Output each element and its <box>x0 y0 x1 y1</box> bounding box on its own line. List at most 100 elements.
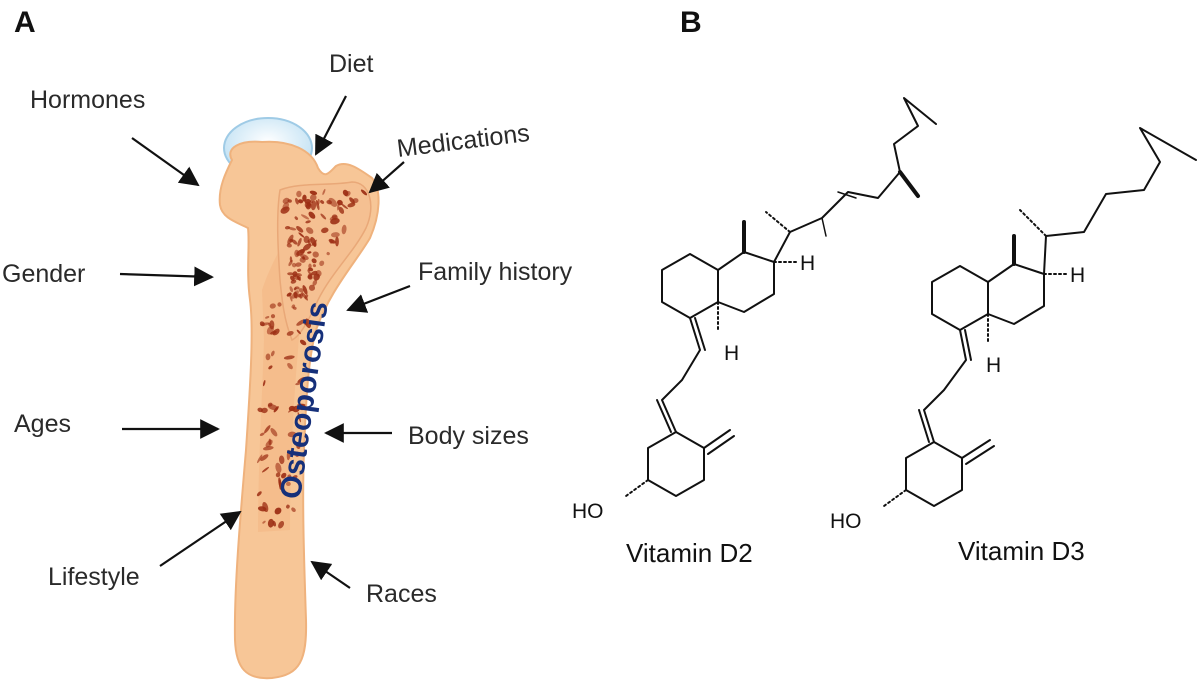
trabecular-pore <box>307 251 312 254</box>
trabecular-pore <box>275 472 281 478</box>
trabecular-pore <box>265 316 270 319</box>
trabecular-pore <box>341 203 349 210</box>
trabecular-pore <box>281 472 287 479</box>
trabecular-pore <box>257 454 263 464</box>
trabecular-pore <box>283 355 295 360</box>
trabecular-pore <box>270 350 275 357</box>
trabecular-pore <box>310 270 318 276</box>
trabecular-pore <box>296 249 305 256</box>
trabecular-pore <box>259 322 270 326</box>
trabecular-pore <box>296 319 306 326</box>
structure-vitamin-d2: H H HO <box>572 97 937 523</box>
trabecular-pore <box>268 365 273 370</box>
panel-letter-b: B <box>680 6 702 39</box>
trabecular-pore <box>311 239 318 247</box>
ring-cyclohexane-d3 <box>931 265 989 331</box>
arrow-races <box>310 560 351 589</box>
trabecular-pore <box>344 190 351 197</box>
trabecular-pore <box>308 263 312 269</box>
arrow-gender <box>119 266 214 287</box>
trabecular-pore <box>270 428 278 437</box>
trabecular-pore <box>322 188 326 196</box>
trabecular-pore <box>292 475 298 480</box>
factor-ages: Ages <box>14 410 71 438</box>
trabecular-pore <box>269 303 276 309</box>
panel-b: B H H <box>572 6 1197 568</box>
trabecular-pore <box>308 211 316 219</box>
trabecular-pore <box>278 477 282 488</box>
trabecular-pore <box>261 466 270 473</box>
trabecular-pore <box>256 491 262 497</box>
trabecular-pore <box>289 256 293 263</box>
trabecular-pore <box>296 444 301 449</box>
trabecular-pore <box>298 288 304 293</box>
trabecular-pore <box>294 286 300 290</box>
trabecular-pore <box>294 216 299 221</box>
trabecular-pore <box>287 227 297 231</box>
trabecular-pore <box>273 406 279 413</box>
trabecular-pore <box>288 406 296 413</box>
trabecular-pore <box>287 474 292 479</box>
trabecular-pore <box>317 198 320 205</box>
arrow-medications <box>368 161 405 194</box>
trabecular-pore <box>309 190 318 195</box>
trabecular-pore <box>278 455 285 465</box>
factor-lifestyle: Lifestyle <box>48 563 140 591</box>
trabecular-pore <box>298 199 304 204</box>
trabecular-pore <box>298 232 305 238</box>
trabecular-pore <box>278 520 285 529</box>
trabecular-pore <box>297 411 301 423</box>
trabecular-pore <box>282 197 290 204</box>
trabecular-pore <box>304 318 312 329</box>
trabecular-pore <box>291 290 299 299</box>
label-vitamin-d2: Vitamin D2 <box>626 538 753 568</box>
trabecular-pore <box>264 425 271 434</box>
trabecular-pore <box>270 314 276 319</box>
trabecular-pore <box>291 507 296 512</box>
trabecular-pore <box>266 325 274 335</box>
trabecular-pore <box>329 215 337 221</box>
trabecular-pore <box>319 260 325 267</box>
trabecular-pore <box>286 481 291 487</box>
trabecular-pore <box>338 206 345 214</box>
trabecular-pore <box>289 292 293 302</box>
trabecular-pore <box>312 251 319 258</box>
trabecular-pore <box>352 198 359 204</box>
trabecular-pore <box>274 507 282 515</box>
factor-diet: Diet <box>329 50 374 78</box>
panel-a: A Osteoporosis Hormones Diet Medications… <box>2 6 573 680</box>
trabecular-pore <box>265 353 271 361</box>
trabecular-pore <box>300 214 310 220</box>
arrow-diet <box>315 95 347 156</box>
trabecular-pore <box>296 329 301 335</box>
trabecular-pore <box>292 306 297 310</box>
arrow-hormones <box>131 137 200 187</box>
trabecular-pore <box>286 449 291 461</box>
arrow-family-history <box>346 284 411 313</box>
trabecular-pore <box>287 431 297 438</box>
trabecular-pore <box>297 268 302 272</box>
trabecular-pore <box>275 462 282 474</box>
trabecular-pore <box>262 446 274 451</box>
trabecular-pore <box>315 199 320 211</box>
trabecular-pore <box>335 236 339 247</box>
trabecular-pore <box>310 194 317 201</box>
trabecular-pore <box>302 243 312 251</box>
trabecular-pore <box>287 362 293 370</box>
trabecular-pore <box>326 251 330 256</box>
trabecular-pore <box>328 197 338 207</box>
trabecular-pore <box>307 273 313 279</box>
trabecular-pore <box>299 339 307 346</box>
trabecular-pore <box>320 213 327 220</box>
trabecular-pore <box>304 201 311 209</box>
trabecular-pore <box>297 376 306 383</box>
trabecular-pore <box>299 257 306 263</box>
atom-ho-d3: HO <box>830 510 862 533</box>
trabecular-pattern-head <box>280 188 368 302</box>
trabecular-pore <box>290 275 295 282</box>
trabecular-pore <box>321 227 329 234</box>
factor-races: Races <box>366 580 437 608</box>
trabecular-pore <box>286 504 290 509</box>
trabecular-pore <box>304 294 309 299</box>
trabecular-pore <box>295 381 302 386</box>
